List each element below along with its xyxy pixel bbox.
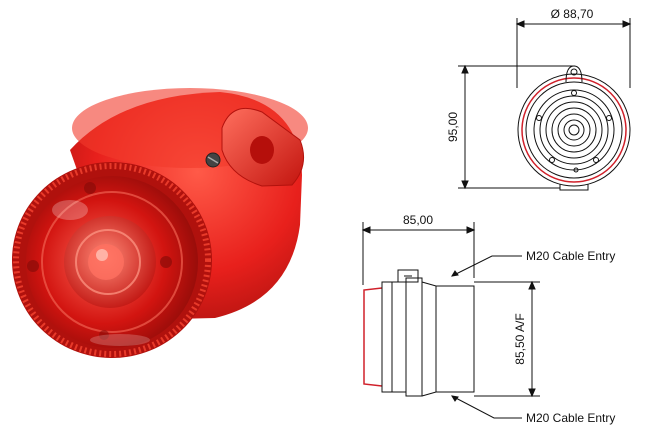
depth-label: 85,00 bbox=[403, 213, 433, 227]
across-flats-label: 85,50 A/F bbox=[513, 313, 527, 364]
tab-hole bbox=[250, 136, 274, 164]
lens-boss bbox=[84, 182, 96, 194]
lens-boss bbox=[99, 330, 109, 340]
side-body-outline bbox=[421, 281, 475, 397]
cable-entry-top-label: M20 Cable Entry bbox=[526, 249, 615, 263]
top-outer-circle bbox=[517, 73, 631, 187]
device-photo bbox=[12, 88, 308, 358]
cable-entry-bottom-label: M20 Cable Entry bbox=[526, 411, 615, 425]
diameter-label: Ø 88,70 bbox=[551, 7, 594, 21]
height-label: 95,00 bbox=[446, 112, 460, 142]
side-lens-outline bbox=[363, 287, 383, 387]
lens-boss bbox=[160, 256, 172, 268]
side-view-drawing bbox=[361, 222, 540, 419]
top-view-drawing bbox=[458, 18, 632, 191]
top-accent-circle bbox=[521, 77, 627, 183]
lens-boss bbox=[27, 260, 39, 272]
